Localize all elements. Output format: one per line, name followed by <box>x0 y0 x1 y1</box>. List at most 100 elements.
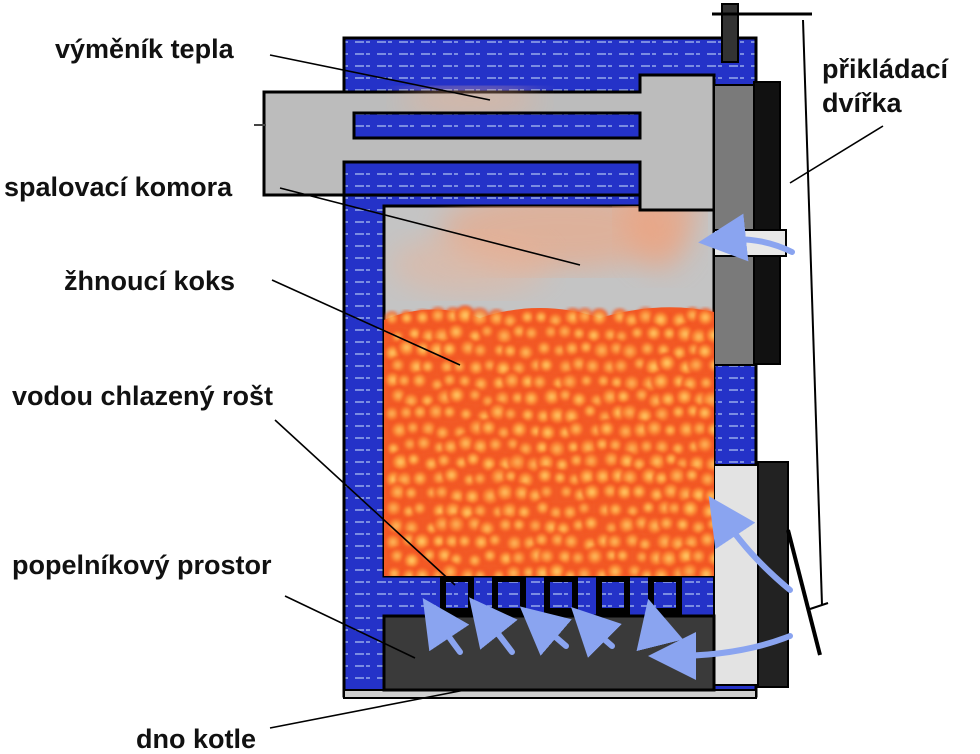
air-arrow <box>571 607 622 658</box>
coke-piece <box>465 451 481 467</box>
coke-piece <box>662 422 678 438</box>
coke-piece <box>521 565 537 576</box>
coke-piece <box>625 503 640 519</box>
coke-piece <box>412 531 432 551</box>
air-flow-arrows <box>422 213 795 680</box>
coke-piece <box>641 500 656 515</box>
coke-piece <box>423 455 440 472</box>
coke-piece <box>659 390 677 408</box>
coke-piece <box>467 358 485 377</box>
coke-piece <box>519 309 535 325</box>
coke-piece <box>616 422 635 441</box>
coke-piece <box>522 389 541 408</box>
coke-piece <box>603 520 619 536</box>
coke-piece <box>402 551 421 570</box>
coke-piece <box>386 441 401 456</box>
coke-piece <box>402 436 418 452</box>
coke-piece <box>421 547 437 563</box>
coke-piece <box>698 530 714 549</box>
air-arrow <box>519 606 572 656</box>
coke-piece <box>631 456 647 472</box>
coke-piece <box>503 469 518 484</box>
coke-piece <box>519 373 537 390</box>
coke-piece <box>488 402 508 422</box>
coke-piece <box>463 487 482 506</box>
coke-piece <box>472 342 489 359</box>
coke-piece <box>597 419 616 438</box>
coke-piece <box>623 311 640 329</box>
coke-piece <box>604 548 619 563</box>
coke-piece <box>517 343 535 362</box>
coke-piece <box>557 387 573 403</box>
heat-exchanger-water-baffle-upper <box>352 111 642 140</box>
coke-piece <box>520 407 536 423</box>
coke-piece <box>582 482 602 502</box>
coke-piece <box>577 467 597 487</box>
coke-piece <box>472 503 488 519</box>
coke-piece <box>502 371 522 390</box>
coke-piece <box>384 533 402 551</box>
coke-piece <box>680 498 700 519</box>
coke-piece <box>542 518 560 536</box>
grate-tube-water <box>550 582 572 608</box>
coke-piece <box>638 438 655 454</box>
coke-piece <box>559 484 574 500</box>
coke-piece <box>547 439 567 459</box>
coke-piece <box>503 406 518 422</box>
coke-piece <box>561 503 579 521</box>
coke-piece <box>582 451 601 471</box>
coke-piece <box>623 532 641 550</box>
coke-piece <box>605 562 625 576</box>
coke-piece <box>442 438 460 456</box>
coke-piece <box>615 388 632 405</box>
coke-piece <box>480 455 498 473</box>
coke-piece <box>568 452 584 468</box>
coke-piece <box>636 307 655 326</box>
coke-piece <box>696 308 714 327</box>
coke-piece <box>652 405 671 424</box>
coke-piece <box>389 357 406 374</box>
loading-door <box>713 81 787 366</box>
grate-tube-water <box>498 582 520 608</box>
coke-piece <box>582 403 598 419</box>
coke-piece <box>446 514 466 534</box>
coke-piece <box>543 324 559 340</box>
coke-piece <box>472 375 490 393</box>
coke-piece <box>512 483 531 503</box>
coke-piece <box>473 568 488 576</box>
coke-piece <box>617 452 637 471</box>
coke-piece <box>691 420 708 437</box>
coke-piece <box>690 519 707 536</box>
coke-piece <box>653 470 670 487</box>
coke-piece <box>659 548 679 569</box>
coke-piece <box>576 307 594 325</box>
coke-piece <box>472 533 490 551</box>
air-arrow <box>708 496 793 593</box>
coke-piece <box>542 387 562 407</box>
leader-lines <box>269 54 884 729</box>
coke-piece <box>384 405 400 422</box>
coke-piece <box>609 375 624 390</box>
coke-piece <box>536 467 554 485</box>
coke-piece <box>632 356 647 371</box>
coke-piece <box>556 548 574 565</box>
coke-piece <box>539 484 554 500</box>
coke-piece <box>675 387 694 407</box>
coke-piece <box>482 358 498 373</box>
coke-piece <box>429 377 445 393</box>
coke-piece <box>601 482 619 500</box>
coke-piece <box>583 357 602 375</box>
coke-piece <box>706 549 714 568</box>
coke-piece <box>440 562 460 576</box>
coke-piece <box>536 453 556 472</box>
coke-piece <box>517 440 534 458</box>
coke-piece <box>620 341 640 361</box>
coke-piece <box>499 501 519 521</box>
coke-piece <box>497 550 515 568</box>
coke-piece <box>388 482 408 502</box>
coke-piece <box>410 372 428 389</box>
air-arrow <box>469 597 518 655</box>
coke-piece <box>590 308 609 327</box>
coke-piece <box>501 312 519 330</box>
coke-piece <box>451 359 467 374</box>
